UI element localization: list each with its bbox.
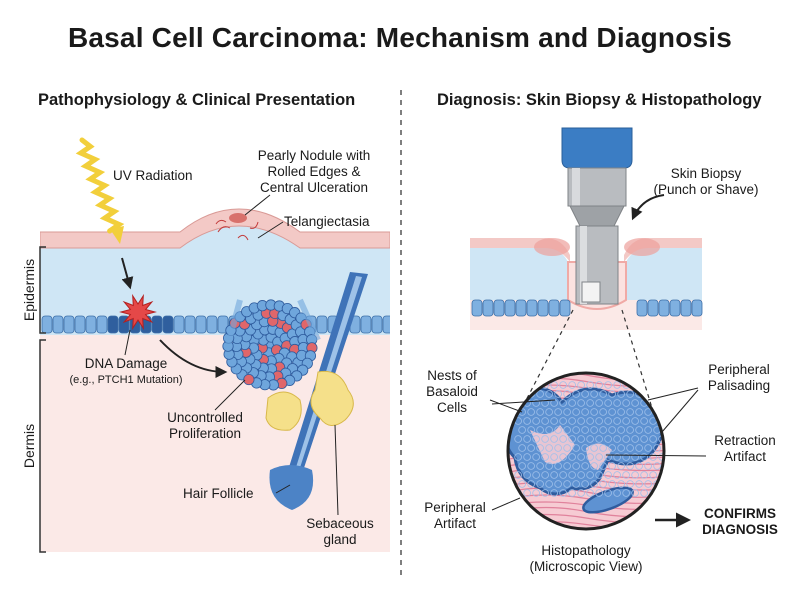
histopathology-line-2: (Microscopic View) — [529, 559, 643, 574]
uv-arrowhead — [110, 226, 124, 244]
retraction-line-1: Retraction — [714, 433, 776, 448]
dermis-bracket — [39, 339, 46, 553]
uv-ray-icon — [75, 137, 125, 234]
confirms-line-2: DIAGNOSIS — [702, 522, 778, 537]
palisading-leader-1 — [647, 387, 699, 401]
nests-line-1: Nests of — [427, 368, 477, 383]
palisading-line-2: Palisading — [707, 378, 771, 393]
nests-leader-2 — [491, 399, 556, 405]
nests-leader-1 — [489, 399, 523, 413]
hair-leader — [275, 484, 291, 494]
palisading-line-1: Peripheral — [708, 362, 770, 377]
right-panel-title: Diagnosis: Skin Biopsy & Histopathology — [437, 91, 762, 109]
pearly-nodule-line-1: Pearly Nodule with — [257, 148, 371, 163]
skin-cross-section — [40, 208, 390, 552]
proliferation-line-1: Uncontrolled — [167, 410, 243, 425]
hair-follicle-label: Hair Follicle — [183, 486, 254, 501]
tumor-mass — [222, 298, 321, 391]
nests-label: Nests of Basaloid Cells — [412, 368, 492, 416]
proliferation-line-2: Proliferation — [168, 426, 242, 441]
biopsy-arrow — [631, 194, 665, 221]
confirms-line-1: CONFIRMS — [704, 506, 776, 521]
epidermis-bracket — [39, 246, 46, 334]
confirms-diagnosis-label: CONFIRMS DIAGNOSIS — [692, 506, 788, 538]
dermis-axis-label: Dermis — [21, 423, 37, 469]
telangiectasia-label: Telangiectasia — [284, 214, 370, 229]
uv-to-dna-arrow — [121, 257, 134, 290]
uv-radiation-label: UV Radiation — [113, 168, 193, 183]
dna-to-tumor-arrow — [159, 339, 228, 378]
pearly-nodule-line-3: Central Ulceration — [259, 180, 369, 195]
palisading-label: Peripheral Palisading — [694, 362, 784, 394]
skin-biopsy-label: Skin Biopsy (Punch or Shave) — [646, 166, 766, 198]
sebaceous-leader — [334, 424, 339, 516]
dna-damage-line-2: (e.g., PTCH1 Mutation) — [69, 374, 183, 386]
pearly-nodule-label: Pearly Nodule with Rolled Edges & Centra… — [244, 148, 384, 196]
skin-surface — [40, 208, 390, 249]
palisading-leader-2 — [661, 389, 699, 433]
nodule-leader — [244, 194, 271, 216]
telangiectasia-vessels — [215, 219, 259, 241]
retraction-leader — [605, 454, 707, 457]
dna-damage-icon — [119, 293, 157, 331]
dna-damage-label: DNA Damage (e.g., PTCH1 Mutation) — [56, 356, 196, 388]
central-ulceration — [229, 213, 247, 223]
left-panel-title: Pathophysiology & Clinical Presentation — [38, 91, 356, 109]
histopathology-label: Histopathology (Microscopic View) — [516, 543, 656, 575]
dna-damage-line-1: DNA Damage — [84, 356, 168, 371]
proliferation-leader — [214, 379, 246, 411]
nests-line-2: Basaloid — [426, 384, 478, 399]
sebaceous-line-2: gland — [323, 532, 357, 547]
pearly-nodule-line-2: Rolled Edges & — [267, 164, 361, 179]
biopsy-punch-icon — [561, 127, 633, 305]
sebaceous-lobe-left — [265, 391, 302, 431]
zoom-line-right — [621, 309, 653, 409]
peripheral-artifact-leader — [491, 497, 521, 511]
peripheral-artifact-line-1: Peripheral — [424, 500, 486, 515]
retraction-gap — [586, 443, 612, 470]
telangiectasia-leader — [257, 221, 284, 239]
microscopic-view — [506, 371, 666, 531]
sebaceous-line-1: Sebaceous — [306, 516, 374, 531]
nests-line-3: Cells — [436, 400, 467, 415]
page-title: Basal Cell Carcinoma: Mechanism and Diag… — [67, 22, 733, 53]
epidermis-axis-label: Epidermis — [21, 258, 37, 322]
skin-biopsy-line-2: (Punch or Shave) — [653, 182, 759, 197]
skin-biopsy-line-1: Skin Biopsy — [670, 166, 742, 181]
retraction-line-2: Artifact — [723, 449, 766, 464]
histopathology-line-1: Histopathology — [541, 543, 631, 558]
proliferation-label: Uncontrolled Proliferation — [155, 410, 255, 442]
zoom-line-left — [521, 309, 574, 409]
dna-leader — [124, 329, 131, 356]
sebaceous-gland-label: Sebaceous gland — [300, 516, 380, 548]
peripheral-artifact-line-2: Artifact — [433, 516, 476, 531]
peripheral-artifact-label: Peripheral Artifact — [410, 500, 500, 532]
retraction-label: Retraction Artifact — [700, 433, 790, 465]
hair-bulb — [269, 465, 314, 510]
sebaceous-lobe-right — [310, 370, 354, 426]
